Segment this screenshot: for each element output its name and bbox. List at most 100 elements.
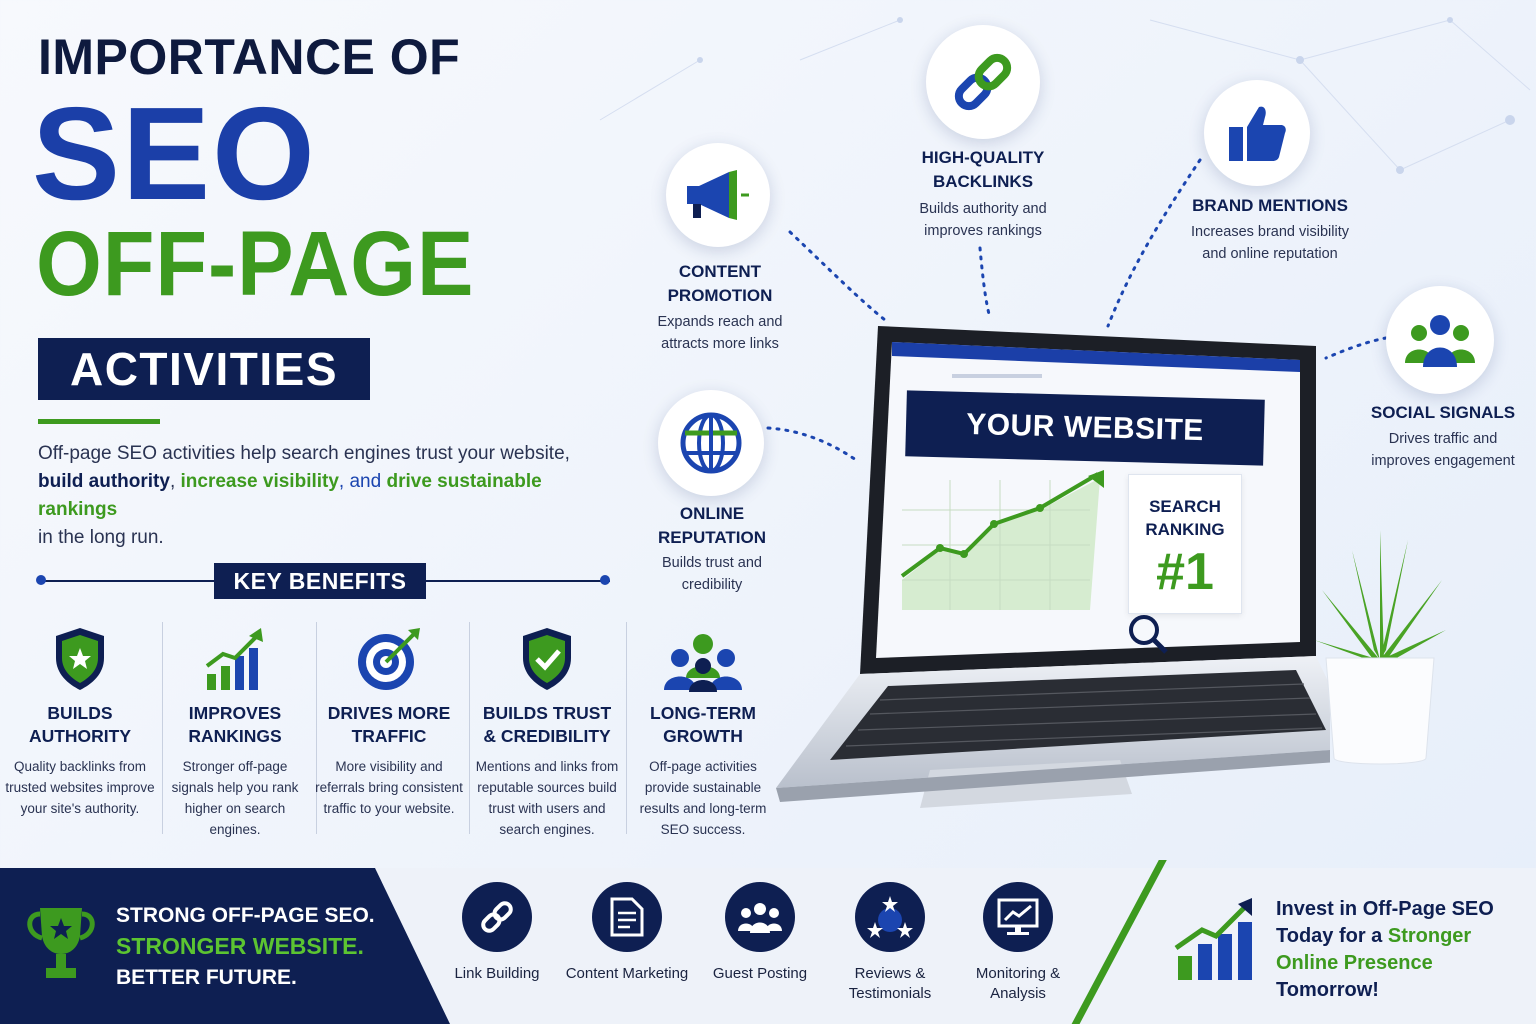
key-benefits-title: KEY BENEFITS	[214, 563, 426, 599]
backlinks-circle	[926, 25, 1040, 139]
shield-star-icon	[5, 620, 155, 692]
shield-check-icon	[472, 620, 622, 692]
benefit-title-2: TRAFFIC	[351, 726, 427, 746]
search-ranking-card: SEARCH RANKING #1	[1128, 474, 1242, 614]
people-icon	[725, 882, 795, 952]
megaphone-icon	[687, 170, 749, 220]
call-to-action: Invest in Off-Page SEO Today for a Stron…	[1276, 896, 1526, 1004]
growth-chart-graphic	[900, 470, 1104, 610]
tool-reviews: Reviews & Testimonials	[825, 882, 955, 1004]
trophy-icon	[27, 908, 95, 978]
tool-label: Content Marketing	[565, 965, 689, 982]
stars-icon	[855, 882, 925, 952]
benefit-builds-trust: BUILDS TRUST & CREDIBILITY Mentions and l…	[472, 620, 622, 840]
benefit-title-1: BUILDS TRUST	[482, 703, 612, 723]
benefit-title-1: DRIVES MORE	[327, 703, 451, 723]
benefit-desc: Mentions and links from reputable source…	[475, 759, 619, 837]
title-line-seo: SEO	[32, 80, 317, 227]
document-icon	[592, 882, 662, 952]
brand-mentions-circle	[1204, 80, 1310, 186]
benefit-title-1: BUILDS	[47, 703, 113, 723]
chain-link-icon	[954, 53, 1012, 111]
benefit-divider	[162, 622, 163, 834]
intro-comma: ,	[169, 471, 181, 492]
social-signals-title: SOCIAL SIGNALS	[1370, 403, 1516, 422]
benefit-drives-traffic: DRIVES MORE TRAFFIC More visibility and r…	[314, 620, 464, 819]
benefit-desc: More visibility and referrals bring cons…	[315, 759, 463, 816]
title-line-activities: ACTIVITIES	[38, 338, 370, 400]
bar-chart-up-icon	[160, 620, 310, 692]
benefit-desc: Off-page activities provide sustainable …	[639, 759, 767, 837]
benefit-title-2: GROWTH	[663, 726, 743, 746]
tool-monitoring: Monitoring & Analysis	[953, 882, 1083, 1004]
tool-label-1: Reviews &	[854, 965, 926, 982]
benefit-title-2: RANKINGS	[188, 726, 282, 746]
benefit-builds-authority: BUILDS AUTHORITY Quality backlinks from t…	[5, 620, 155, 819]
benefit-title-1: LONG-TERM	[650, 703, 756, 723]
intro-increase-visibility: increase visibility	[180, 471, 339, 492]
benefit-divider	[626, 622, 627, 834]
plant-illustration	[1314, 530, 1446, 765]
intro-and: , and	[338, 471, 387, 492]
magnifier-icon	[1129, 615, 1168, 654]
ranking-value: #1	[1156, 543, 1214, 601]
tool-label-2: Testimonials	[848, 985, 932, 1002]
monitor-chart-icon	[983, 882, 1053, 952]
globe-icon	[680, 412, 742, 474]
tool-guest-posting: Guest Posting	[695, 882, 825, 984]
tool-content-marketing: Content Marketing	[562, 882, 692, 984]
benefit-desc: Stronger off-page signals help you rank …	[171, 759, 299, 837]
your-website-banner: YOUR WEBSITE	[905, 390, 1265, 466]
benefit-desc: Quality backlinks from trusted websites …	[5, 759, 155, 816]
tool-label-1: Monitoring &	[975, 965, 1061, 982]
key-benefits-dot-left	[36, 575, 46, 585]
cta-line-1: Invest in Off-Page SEO	[1276, 898, 1494, 920]
tool-label-2: Analysis	[990, 985, 1046, 1002]
key-benefits-dot-right	[600, 575, 610, 585]
benefit-divider	[316, 622, 317, 834]
slogan-line-2: STRONGER WEBSITE.	[116, 933, 364, 959]
cta-line-2: Today for a	[1276, 925, 1388, 947]
benefit-title-1: IMPROVES	[188, 703, 282, 723]
slogan-line-3: BETTER FUTURE.	[116, 966, 297, 989]
intro-drive-rankings: drive sustainable rankings	[38, 471, 542, 520]
intro-text-1: Off-page SEO activities help search engi…	[38, 443, 570, 464]
slogan-line-1: STRONG OFF-PAGE SEO.	[116, 904, 375, 927]
benefit-title-2: AUTHORITY	[28, 726, 132, 746]
intro-text-end: in the long run.	[38, 527, 164, 548]
social-signals-circle	[1386, 286, 1494, 394]
benefit-divider	[469, 622, 470, 834]
tool-link-building: Link Building	[432, 882, 562, 984]
ranking-label-2: RANKING	[1145, 520, 1225, 539]
brand-mentions-title: BRAND MENTIONS	[1192, 196, 1348, 215]
intro-build-authority: build authority	[38, 471, 170, 492]
tool-label: Link Building	[454, 965, 540, 982]
content-promotion-circle	[666, 143, 770, 247]
people-group-icon	[628, 620, 778, 692]
browser-bar-placeholder	[952, 374, 1042, 378]
cta-stronger: Stronger	[1387, 925, 1472, 947]
link-icon	[462, 882, 532, 952]
benefit-title-2: & CREDIBILITY	[483, 726, 611, 746]
title-line-importance: IMPORTANCE OF	[38, 29, 461, 85]
slogan: STRONG OFF-PAGE SEO. STRONGER WEBSITE. B…	[116, 900, 375, 993]
cta-online-presence: Online Presence	[1276, 952, 1433, 974]
ranking-label-1: SEARCH	[1149, 497, 1221, 516]
thumbs-up-icon	[1229, 106, 1286, 161]
tool-label: Guest Posting	[712, 965, 808, 982]
intro-paragraph: Off-page SEO activities help search engi…	[38, 440, 618, 552]
target-icon	[314, 620, 464, 692]
title-underline	[38, 419, 160, 424]
online-reputation-circle	[658, 390, 764, 496]
benefit-improves-rankings: IMPROVES RANKINGS Stronger off-page signa…	[160, 620, 310, 840]
